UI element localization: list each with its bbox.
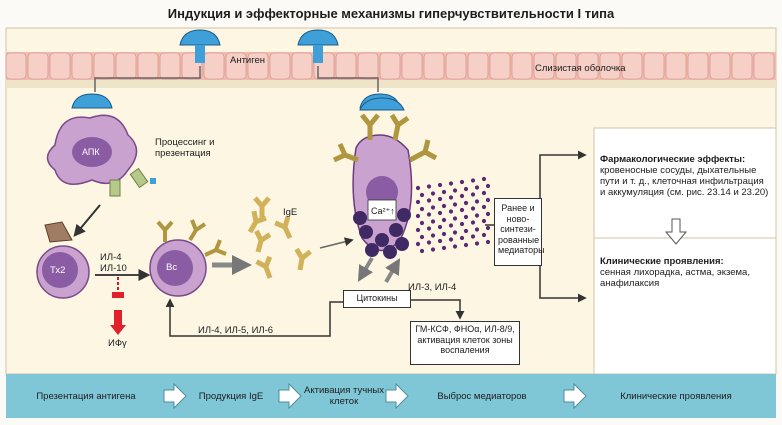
ifn-inhibit-arrow [110, 276, 126, 335]
antigen-label: Антиген [230, 55, 266, 66]
step-arrow-2 [278, 382, 302, 410]
pharm-effects-text: кровеносные сосуды, дыхательные пути и т… [600, 165, 769, 198]
mediators-box: Ранее и ново-синтези-рованные медиаторы [494, 198, 545, 266]
il10-label: ИЛ-10 [100, 263, 127, 274]
calcium-label: Ca²⁺↑ [371, 206, 395, 216]
released-mediators [415, 176, 491, 254]
clinical-manifestations: Клинические проявления: сенная лихорадка… [600, 256, 770, 289]
steps-bar: Презентация антигена Продукция IgE Актив… [6, 374, 776, 418]
cytokine-feedback-arrows [357, 256, 401, 284]
processing-label: Процессинг и презентация [155, 137, 214, 159]
il-back-to-bcell-arrow [165, 298, 348, 337]
apc-to-th2-arrow [73, 204, 101, 237]
step-mediator-release: Выброс медиаторов [437, 390, 527, 402]
diagram-title: Индукция и эффекторные механизмы гиперчу… [167, 6, 615, 21]
apc-cell [46, 114, 138, 185]
mast-cell-receptors [332, 113, 438, 163]
clinical-title: Клинические проявления: [600, 256, 724, 267]
pharm-effects: Фармакологические эффекты: кровеносные с… [600, 154, 770, 198]
il3-il4-label: ИЛ-3, ИЛ-4 [408, 282, 457, 293]
processing-label-line1: Процессинг и [155, 137, 215, 148]
step-antigen-presentation: Презентация антигена [36, 390, 136, 402]
submucosa-band [6, 80, 776, 88]
antigen-molecule-2 [297, 29, 339, 63]
ige-antibodies [247, 196, 312, 279]
cytokines-box: Цитокины [343, 290, 411, 308]
clinical-text: сенная лихорадка, астма, экзема, анафила… [600, 267, 750, 289]
step-ige-production: Продукция IgE [198, 390, 264, 402]
processing-label-line2: презентация [155, 148, 211, 159]
step-mast-cell-activation: Активация тучных клеток [304, 385, 384, 407]
antigen-molecule-1 [179, 29, 221, 63]
step-arrow-4 [563, 382, 587, 410]
pharm-effects-title: Фармакологические эффекты: [600, 154, 746, 165]
ige-label: IgE [283, 207, 298, 218]
apc-receptors [109, 167, 156, 197]
mucosa-layer [5, 52, 776, 80]
antigen-to-mastcell-arrow [317, 66, 379, 92]
step-arrows [163, 382, 587, 410]
pharm-to-clinical-arrow [664, 218, 688, 245]
mast-cell [352, 134, 413, 259]
b-cell [149, 239, 207, 297]
il4-label: ИЛ-4 [100, 252, 122, 263]
b-cell-antibodies [156, 219, 227, 257]
cytokines-to-gm-arrow [408, 299, 465, 320]
step-clinical-manifestations: Клинические проявления [620, 390, 732, 402]
ige-to-mastcell-arrow [319, 237, 354, 249]
right-panel [593, 127, 777, 375]
mast-cell-bound-antigen [359, 97, 405, 111]
mucosa-label: Слизистая оболочка [535, 63, 626, 74]
b-cell-label: Вс [166, 262, 178, 273]
antigen-to-apc-arrow [94, 66, 201, 92]
antigen-molecule-3 [71, 93, 113, 109]
gm-csf-box: ГМ-КСФ, ФНОα, ИЛ-8/9, активация клеток з… [410, 321, 520, 365]
ifn-label: ИФγ [108, 338, 127, 349]
step-arrow-3 [385, 382, 409, 410]
apc-label: АПК [82, 147, 100, 157]
il-back-label: ИЛ-4, ИЛ-5, ИЛ-6 [198, 325, 274, 336]
th2-label: Тх2 [50, 265, 66, 276]
step-arrow-1 [163, 382, 187, 410]
th2-cell [36, 221, 90, 299]
